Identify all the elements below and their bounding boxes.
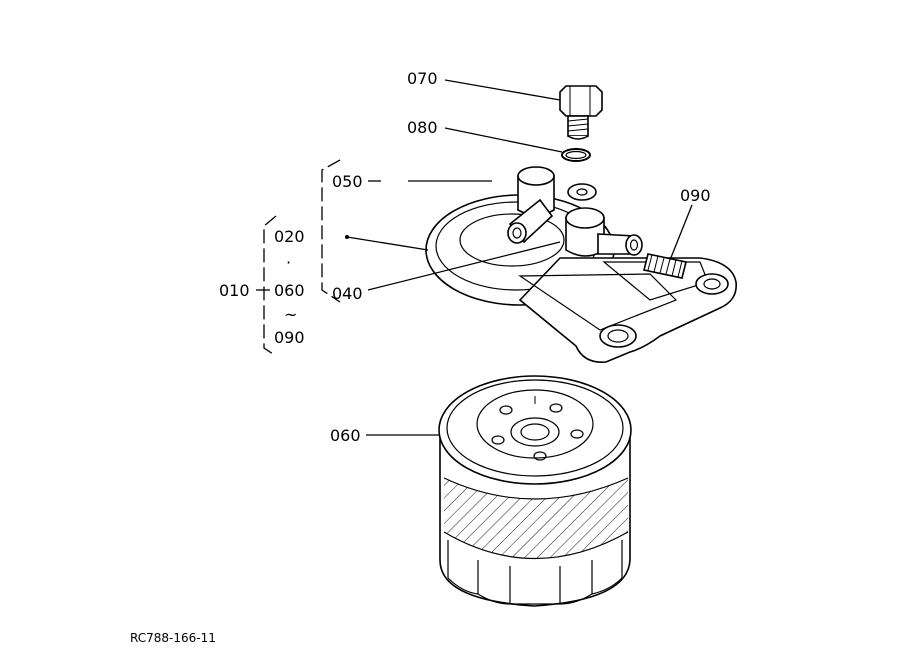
callout-040: 040 [332,284,363,303]
callout-060-a: 060 [274,281,305,300]
o-ring-part-080 [561,148,591,162]
leader-dot-marker [345,235,349,239]
callout-060-b: 060 [330,426,361,445]
leader-090 [669,204,693,261]
callout-080: 080 [407,118,438,137]
callout-tilde: ~ [284,305,297,324]
callout-020: 020 [274,227,305,246]
callout-labels: 070 080 050 090 020 · 010 060 040 ~ 090 … [130,69,711,645]
callout-090: 090 [680,186,711,205]
leader-lines [256,79,693,436]
filter-head-part-050 [425,166,737,363]
callout-dot: · [286,253,291,272]
bracket-020-090 [263,215,277,357]
filter-cartridge-part-060 [438,375,632,607]
callout-070: 070 [407,69,438,88]
leader-080 [444,127,563,153]
leader-070 [444,79,561,101]
callout-010: 010 [219,281,250,300]
leader-dot [346,236,429,251]
reference-code: RC788-166-11 [130,631,216,645]
group-brackets [263,159,341,357]
bolt-part-070 [559,85,603,140]
leader-040 [367,241,561,291]
callout-050: 050 [332,172,363,191]
bracket-050-040 [321,159,341,303]
plug-part-090 [643,253,687,279]
callout-090-b: 090 [274,328,305,347]
